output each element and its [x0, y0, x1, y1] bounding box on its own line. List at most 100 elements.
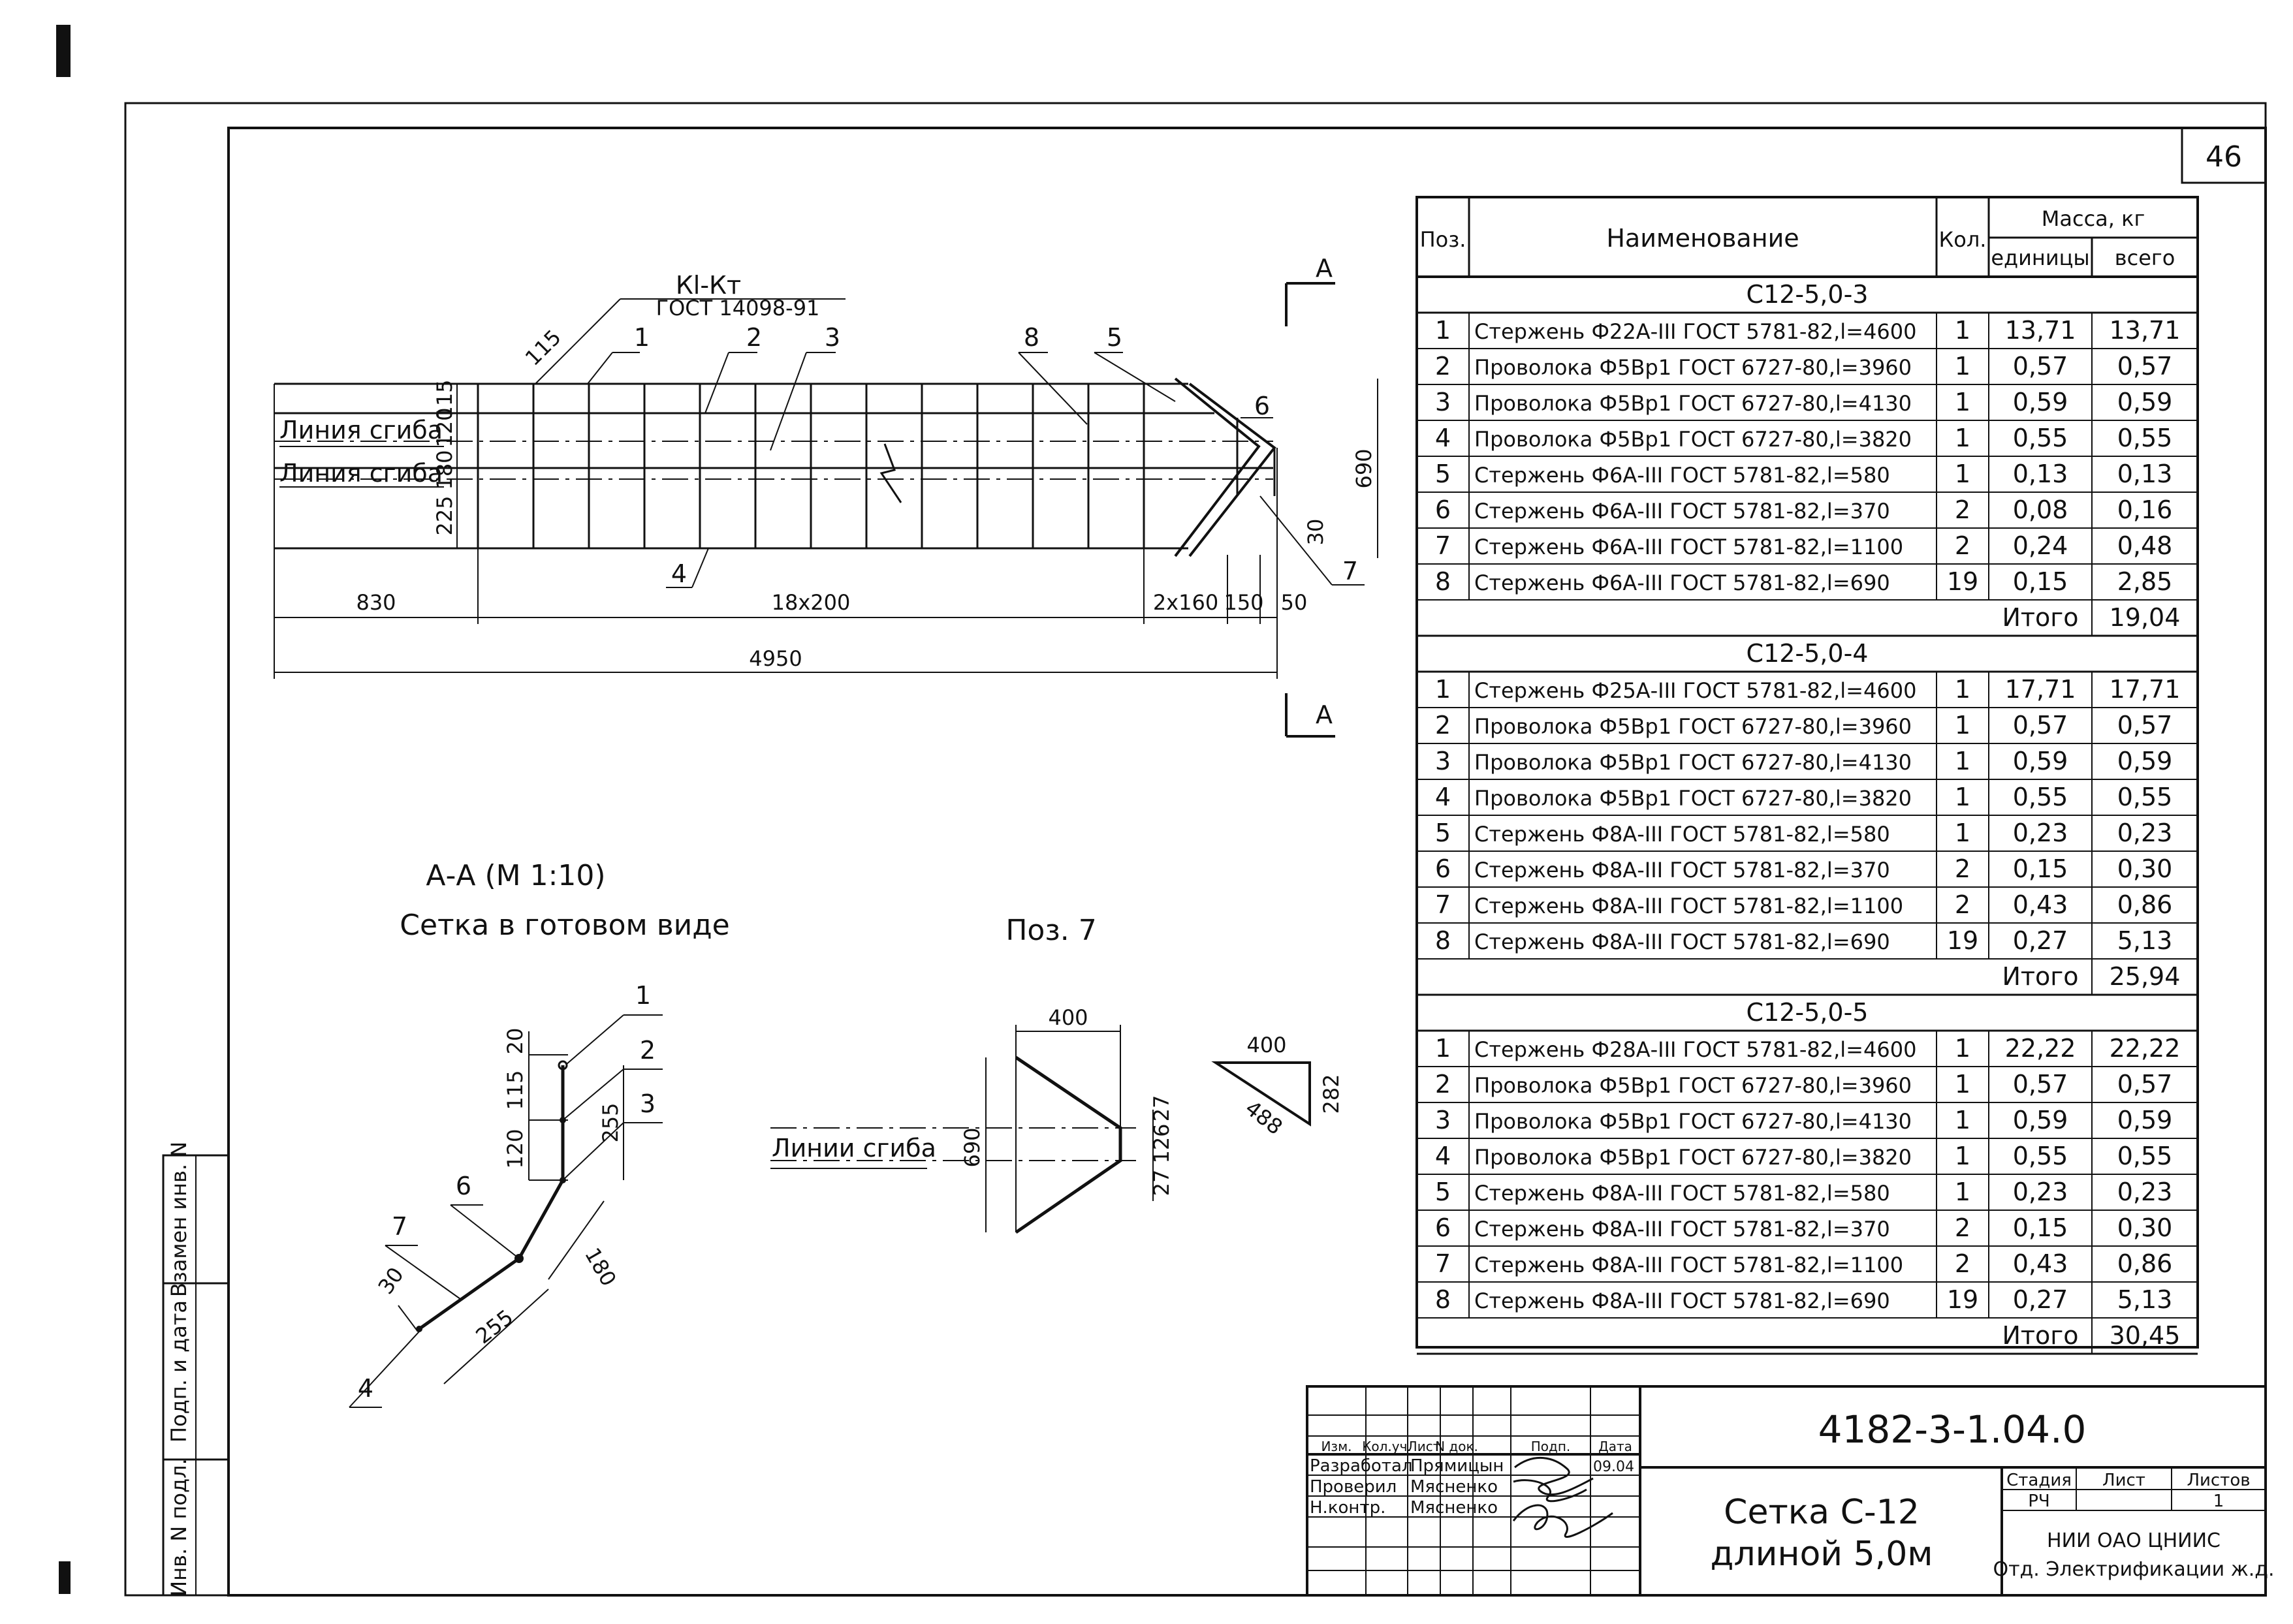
spec-row-pos: 2 — [1435, 1070, 1451, 1099]
spec-row-pos: 8 — [1435, 567, 1451, 596]
spec-row-total-mass: 0,57 — [2117, 352, 2173, 381]
plan-pos-4: 4 — [671, 559, 687, 588]
spec-row-name: Проволока Ф5Вр1 ГОСТ 6727-80,l=3820 — [1474, 1145, 1912, 1170]
spec-row-unit-mass: 0,57 — [2013, 352, 2068, 381]
spec-row-pos: 7 — [1435, 890, 1451, 919]
tb-role-developer: Разработал — [1310, 1456, 1413, 1476]
aa-pos-2: 2 — [640, 1036, 656, 1065]
pos7-dim-27a: 27 — [1149, 1095, 1174, 1122]
tb-role-checker: Проверил — [1310, 1477, 1397, 1497]
title-block: Изм. Кол.уч. Лист N док. Подп. Дата Разр… — [1306, 1385, 2275, 1597]
spec-row-pos: 1 — [1435, 675, 1451, 704]
spec-group-title: С12-5,0-4 — [1747, 639, 1869, 668]
pos7-dim-690: 690 — [960, 1127, 985, 1167]
dim-690: 690 — [1352, 448, 1376, 488]
pos7-bar-shape — [1015, 1055, 1122, 1234]
plan-pos-8: 8 — [1024, 323, 1039, 352]
spec-row-unit-mass: 0,15 — [2013, 567, 2068, 596]
spec-row-name: Стержень Ф28А-III ГОСТ 5781-82,l=4600 — [1474, 1037, 1916, 1062]
weld-mark: Кl-Кт — [676, 271, 741, 300]
spec-row-unit-mass: 22,22 — [2005, 1034, 2076, 1063]
spec-row-pos: 6 — [1435, 1213, 1451, 1242]
dim-225: 225 — [432, 495, 457, 535]
drawing-title-line1: Сетка С-12 — [1724, 1493, 1920, 1532]
spec-row-qty: 2 — [1955, 531, 1970, 560]
scan-mark — [56, 25, 71, 77]
spec-row-pos: 3 — [1435, 388, 1451, 416]
spec-row-pos: 8 — [1435, 926, 1451, 955]
spec-row-pos: 3 — [1435, 1106, 1451, 1134]
spec-row-qty: 19 — [1947, 926, 1978, 955]
spec-row-pos: 1 — [1435, 1034, 1451, 1063]
signature-mark — [1512, 1504, 1613, 1538]
inner-frame — [227, 127, 2267, 1597]
pos7-dim-126: 126 — [1149, 1123, 1174, 1163]
plan-pos-7: 7 — [1342, 557, 1358, 586]
aa-dim-255: 255 — [598, 1102, 623, 1142]
spec-row-total-mass: 2,85 — [2117, 567, 2173, 596]
tb-header-sheet: Лист — [1408, 1439, 1441, 1454]
org-line1: НИИ ОАО ЦНИИС — [2047, 1529, 2221, 1552]
spec-row-pos: 3 — [1435, 747, 1451, 775]
dim-18x200: 18х200 — [772, 590, 851, 615]
pos7-dim-27b: 27 — [1149, 1170, 1174, 1196]
plan-view: Кl-Кт ГОСТ 14098-91 115 1 2 3 8 5 6 4 7 … — [274, 254, 1378, 738]
spec-row-qty: 1 — [1955, 675, 1970, 704]
spec-row-pos: 6 — [1435, 495, 1451, 524]
spec-row-name: Проволока Ф5Вр1 ГОСТ 6727-80,l=3960 — [1474, 355, 1912, 380]
tb-name-normcontrol: Мясненко — [1410, 1498, 1498, 1518]
spec-row-unit-mass: 17,71 — [2005, 675, 2076, 704]
sheet-number: 46 — [2206, 140, 2242, 174]
spec-row-total-mass: 5,13 — [2117, 1285, 2173, 1314]
outer-frame — [124, 102, 2267, 1597]
spec-row-qty: 1 — [1955, 747, 1970, 775]
tb-name-developer: Прямицын — [1410, 1456, 1504, 1476]
spec-row-name: Стержень Ф6А-III ГОСТ 5781-82,l=580 — [1474, 463, 1890, 488]
stamp-original-inv: Инв. N подл. — [166, 1458, 191, 1596]
spec-row-pos: 5 — [1435, 819, 1451, 847]
spec-row-unit-mass: 0,55 — [2013, 783, 2068, 811]
spec-header-total: всего — [2115, 245, 2175, 270]
spec-row-pos: 4 — [1435, 783, 1451, 811]
spec-row-unit-mass: 0,59 — [2013, 1106, 2068, 1134]
spec-row-qty: 1 — [1955, 711, 1970, 740]
dim-115: 115 — [432, 379, 457, 419]
spec-row-name: Проволока Ф5Вр1 ГОСТ 6727-80,l=3820 — [1474, 786, 1912, 811]
spec-row-unit-mass: 0,57 — [2013, 1070, 2068, 1099]
specification-table: Поз. Наименование Кол. Масса, кг единицы… — [1415, 196, 2199, 1355]
spec-row-qty: 2 — [1955, 854, 1970, 883]
spec-row-unit-mass: 0,43 — [2013, 1249, 2068, 1278]
stage-label: Стадия — [2006, 1471, 2072, 1490]
sheets-value: 1 — [2213, 1491, 2224, 1511]
drawing-code: 4182-3-1.04.0 — [1818, 1407, 2087, 1452]
spec-row-qty: 1 — [1955, 1178, 1970, 1206]
weld-standard: ГОСТ 14098-91 — [656, 296, 820, 320]
spec-row-qty: 1 — [1955, 1070, 1970, 1099]
plan-pos-3: 3 — [825, 323, 840, 352]
spec-row-name: Стержень Ф8А-III ГОСТ 5781-82,l=580 — [1474, 822, 1890, 847]
spec-header-mass: Масса, кг — [2042, 206, 2145, 231]
spec-row-total-mass: 0,86 — [2117, 1249, 2173, 1278]
spec-row-qty: 1 — [1955, 783, 1970, 811]
dim-4950: 4950 — [749, 646, 802, 671]
aa-pos-4: 4 — [358, 1374, 373, 1403]
spec-row-total-mass: 0,30 — [2117, 1213, 2173, 1242]
aa-pos-3: 3 — [640, 1089, 656, 1118]
sheets-label: Листов — [2187, 1471, 2250, 1490]
tb-header-change: Изм. — [1321, 1439, 1352, 1454]
spec-row-qty: 1 — [1955, 388, 1970, 416]
aa-dim-120: 120 — [503, 1129, 528, 1168]
spec-row-total-mass: 0,23 — [2117, 1178, 2173, 1206]
aa-dim-180: 180 — [580, 1243, 621, 1290]
plan-pos-6: 6 — [1254, 392, 1270, 420]
dim-120: 120 — [432, 407, 457, 447]
spec-row-qty: 1 — [1955, 1034, 1970, 1063]
dim-2x160: 2х160 — [1153, 590, 1218, 615]
spec-row-total-mass: 13,71 — [2110, 316, 2181, 345]
pos7-triangle — [1211, 1061, 1311, 1127]
section-mark-bottom: А — [1316, 700, 1333, 729]
spec-row-total-mass: 17,71 — [2110, 675, 2181, 704]
spec-row-name: Стержень Ф8А-III ГОСТ 5781-82,l=1100 — [1474, 1253, 1903, 1277]
